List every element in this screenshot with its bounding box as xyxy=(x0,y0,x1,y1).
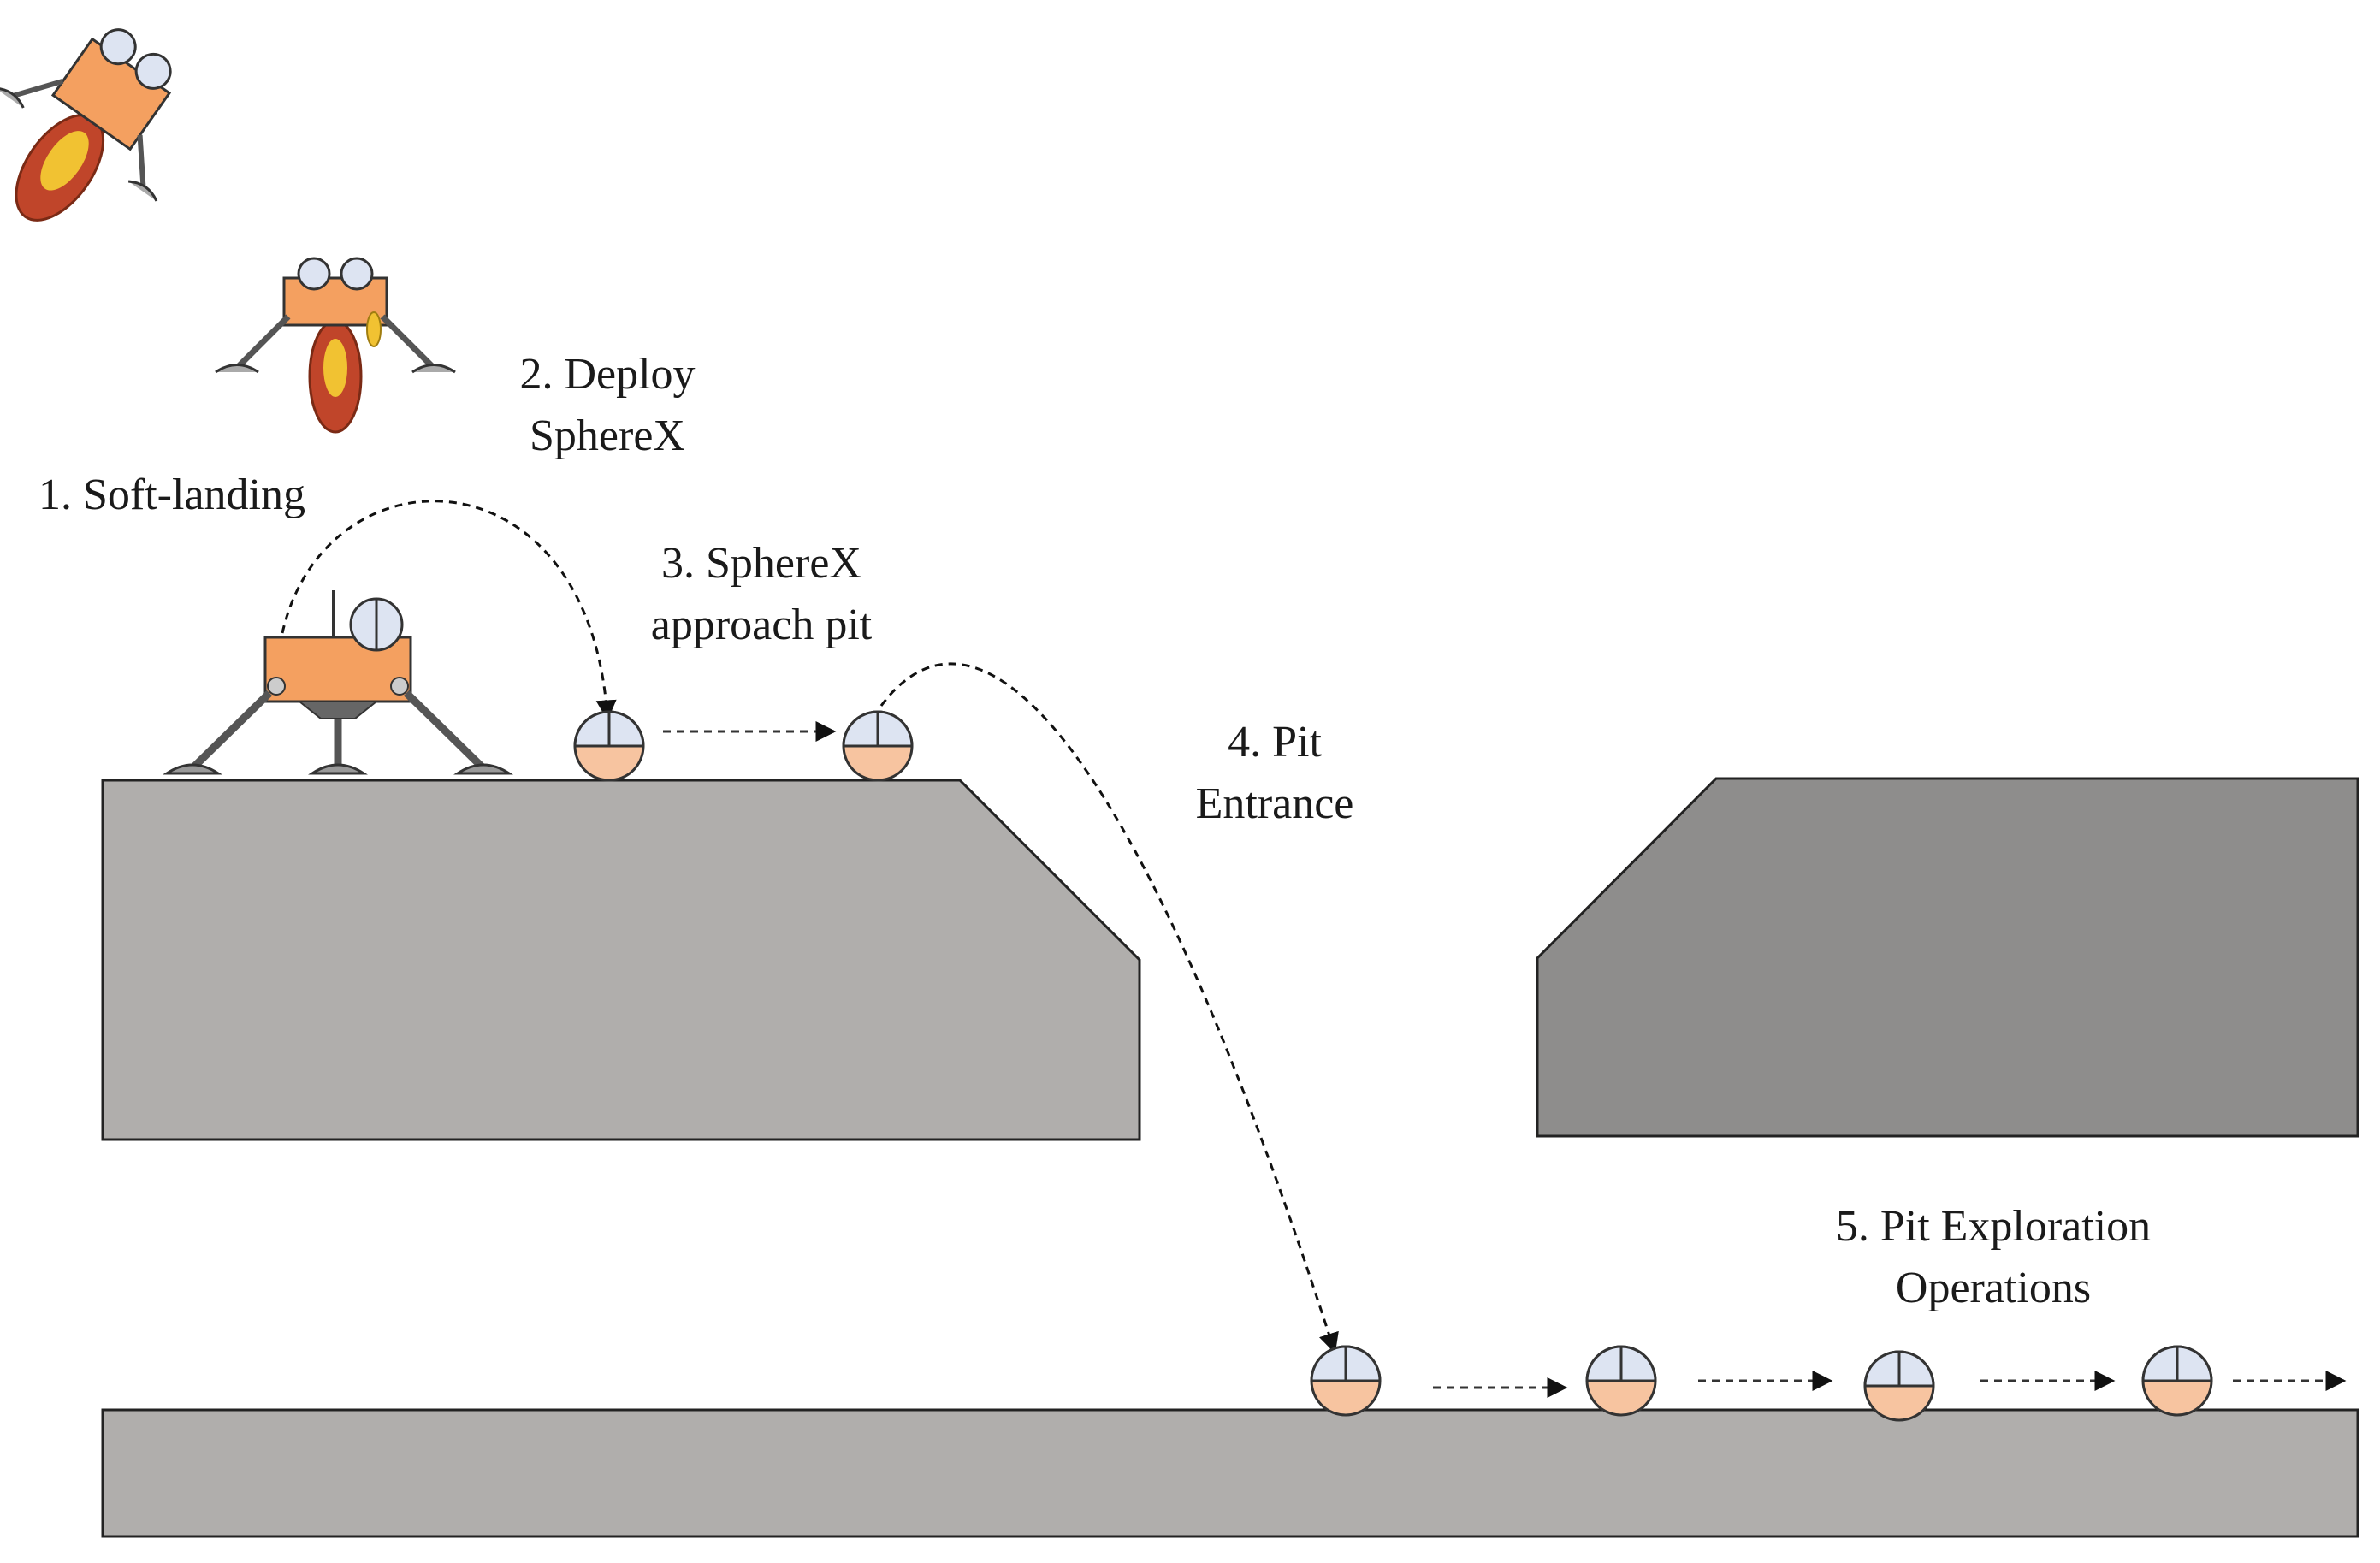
step-deploy-label: 2. Deploy SphereX xyxy=(479,344,736,467)
lander-descending-icon xyxy=(0,28,172,222)
step-soft-landing-text: 1. Soft-landing xyxy=(38,471,305,519)
lander-landed-icon xyxy=(163,590,513,775)
pit-entrance-trajectory xyxy=(879,662,1339,1354)
surface-right-block xyxy=(1536,777,2359,1138)
step-exploration-label: 5. Pit Exploration Operations xyxy=(1779,1196,2207,1319)
step-exploration-line2: Operations xyxy=(1895,1264,2092,1312)
step-approach-line2: approach pit xyxy=(650,601,873,649)
pit-floor xyxy=(101,1408,2359,1538)
step-deploy-line2: SphereX xyxy=(530,411,685,460)
spherex-robot-icon xyxy=(1863,1350,1935,1422)
step-approach-line1: 3. SphereX xyxy=(661,539,861,588)
step-entrance-line2: Entrance xyxy=(1195,779,1354,828)
spherex-robot-icon xyxy=(1310,1345,1382,1417)
deploy-trajectory xyxy=(281,500,617,721)
spherex-robot-icon xyxy=(2141,1345,2213,1417)
step-approach-label: 3. SphereX approach pit xyxy=(625,533,898,656)
lander-hovering-icon xyxy=(215,257,456,434)
step-soft-landing-label: 1. Soft-landing xyxy=(38,465,305,526)
step-entrance-label: 4. Pit Entrance xyxy=(1146,712,1403,835)
spherex-robot-icon xyxy=(1585,1345,1657,1417)
spherex-robot-icon xyxy=(573,710,645,782)
spherex-robot-icon xyxy=(842,710,914,782)
step-entrance-line1: 4. Pit xyxy=(1228,718,1322,767)
step-exploration-line1: 5. Pit Exploration xyxy=(1835,1202,2152,1251)
surface-left-block xyxy=(101,779,1141,1141)
step-deploy-line1: 2. Deploy xyxy=(519,350,696,399)
